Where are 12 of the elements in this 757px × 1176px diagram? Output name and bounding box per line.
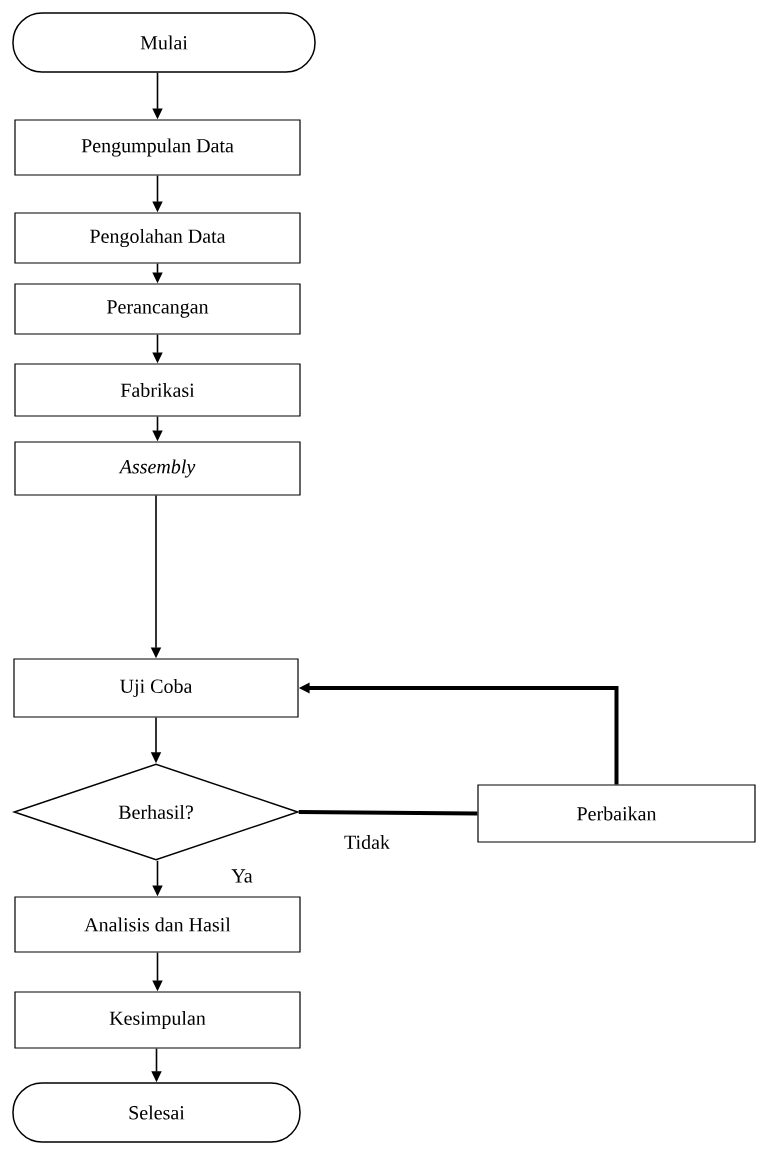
process-box: Fabrikasi — [14, 363, 301, 417]
process-box: Pengolahan Data — [14, 212, 301, 264]
process-box: Assembly — [14, 441, 301, 496]
connector-line — [298, 810, 478, 816]
edge-label: Tidak — [344, 834, 390, 850]
process-box: Kesimpulan — [14, 991, 301, 1049]
process-box: Perbaikan — [477, 784, 756, 843]
process-box: Perancangan — [14, 283, 301, 335]
process-box: Uji Coba — [13, 658, 299, 718]
process-box: Analisis dan Hasil — [14, 896, 301, 953]
edge-label: Ya — [231, 869, 253, 883]
process-box: Pengumpulan Data — [14, 119, 301, 176]
